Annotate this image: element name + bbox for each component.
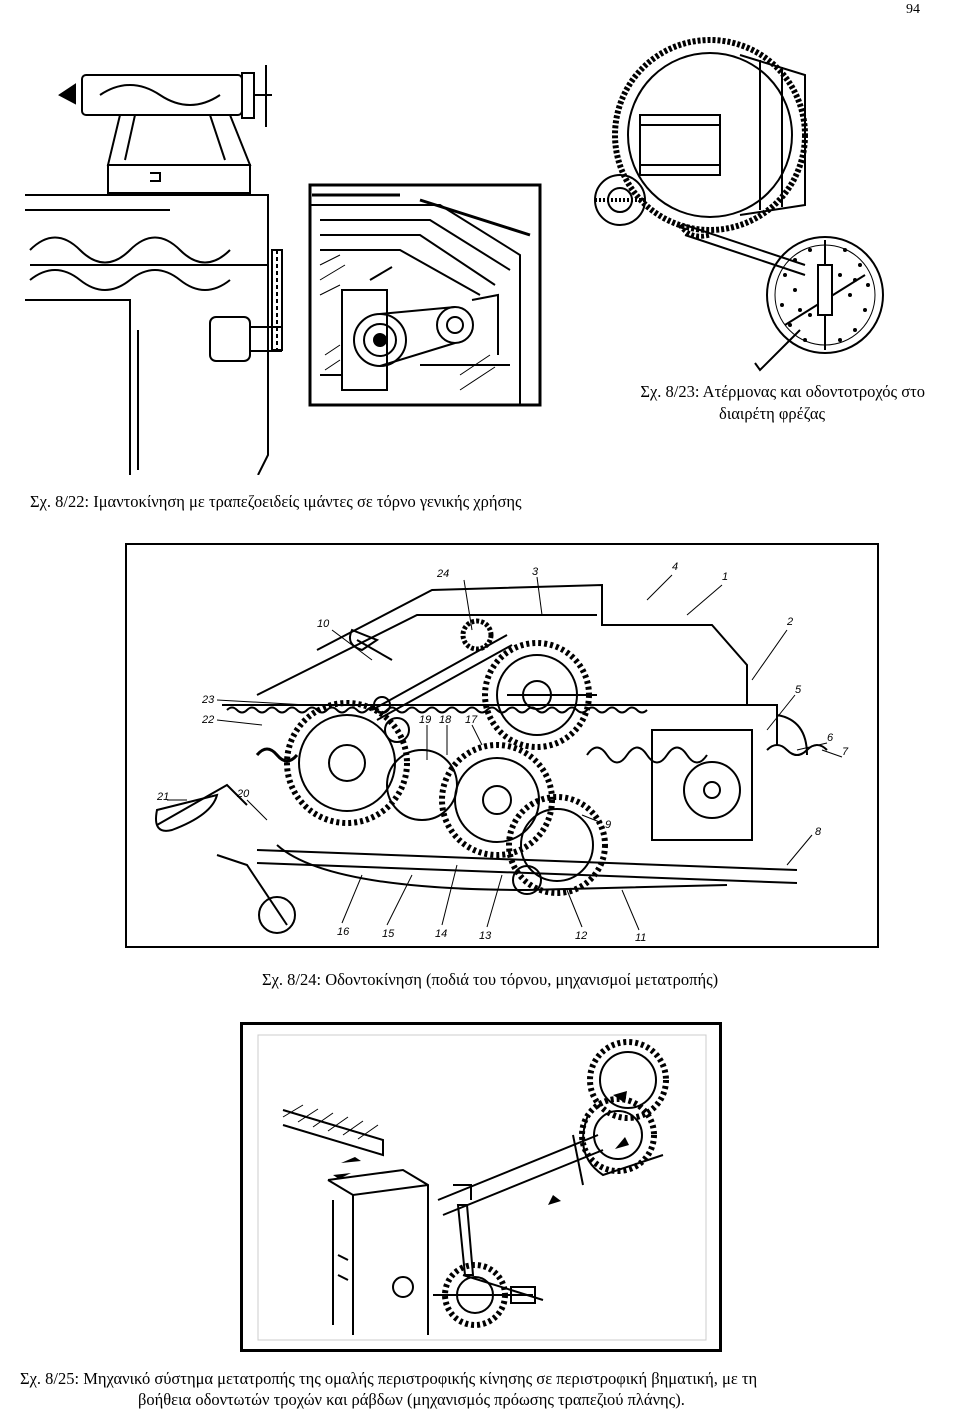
callout-16: 16 xyxy=(337,926,350,938)
figure-caption-8-23-line2: διαιρέτη φρέζας xyxy=(719,404,825,423)
callout-3: 3 xyxy=(532,566,539,578)
callout-7: 7 xyxy=(842,746,849,758)
callout-6: 6 xyxy=(827,732,834,744)
callout-12: 12 xyxy=(575,930,587,942)
callout-19: 19 xyxy=(419,714,431,726)
callout-13: 13 xyxy=(479,930,492,942)
callout-24: 24 xyxy=(436,568,449,580)
page-number: 94 xyxy=(906,2,920,17)
callout-8: 8 xyxy=(815,826,822,838)
callout-22: 22 xyxy=(201,714,214,726)
callout-14: 14 xyxy=(435,928,447,940)
callout-1: 1 xyxy=(722,571,728,583)
figure-caption-8-22: Σχ. 8/22: Ιμαντοκίνηση με τραπεζοειδείς … xyxy=(30,492,522,511)
callout-10: 10 xyxy=(317,618,330,630)
callout-15: 15 xyxy=(382,928,395,940)
callout-9: 9 xyxy=(605,819,611,831)
belt-drive-illustration xyxy=(25,65,542,475)
callout-21: 21 xyxy=(156,791,169,803)
figure-worm-gear-divider xyxy=(560,25,920,375)
figure-caption-8-25-line1: Σχ. 8/25: Μηχανικό σύστημα μετατροπής τη… xyxy=(20,1369,758,1388)
callout-11: 11 xyxy=(635,932,646,944)
callout-5: 5 xyxy=(795,684,802,696)
callout-20: 20 xyxy=(236,788,250,800)
figure-belt-drive-lathe xyxy=(20,55,580,475)
planer-feed-illustration xyxy=(257,1034,707,1341)
callout-18: 18 xyxy=(439,714,452,726)
callout-4: 4 xyxy=(672,561,678,573)
worm-gear-illustration xyxy=(594,37,884,372)
figure-caption-8-23-line1: Σχ. 8/23: Ατέρμονας και οδοντοτροχός στο xyxy=(640,382,925,401)
callout-23: 23 xyxy=(201,694,215,706)
figure-planer-feed-mechanism xyxy=(240,1022,722,1352)
apron-gearing-illustration: 24 3 4 1 10 2 5 23 22 19 18 17 6 7 21 20… xyxy=(155,561,849,944)
figure-apron-gearing: 24 3 4 1 10 2 5 23 22 19 18 17 6 7 21 20… xyxy=(125,543,879,948)
callout-2: 2 xyxy=(786,616,793,628)
figure-caption-8-24: Σχ. 8/24: Οδοντοκίνηση (ποδιά του τόρνου… xyxy=(262,970,719,989)
figure-caption-8-25-line2: βοήθεια οδοντωτών τροχών και ράβδων (μηχ… xyxy=(138,1390,685,1409)
callout-17: 17 xyxy=(465,714,478,726)
